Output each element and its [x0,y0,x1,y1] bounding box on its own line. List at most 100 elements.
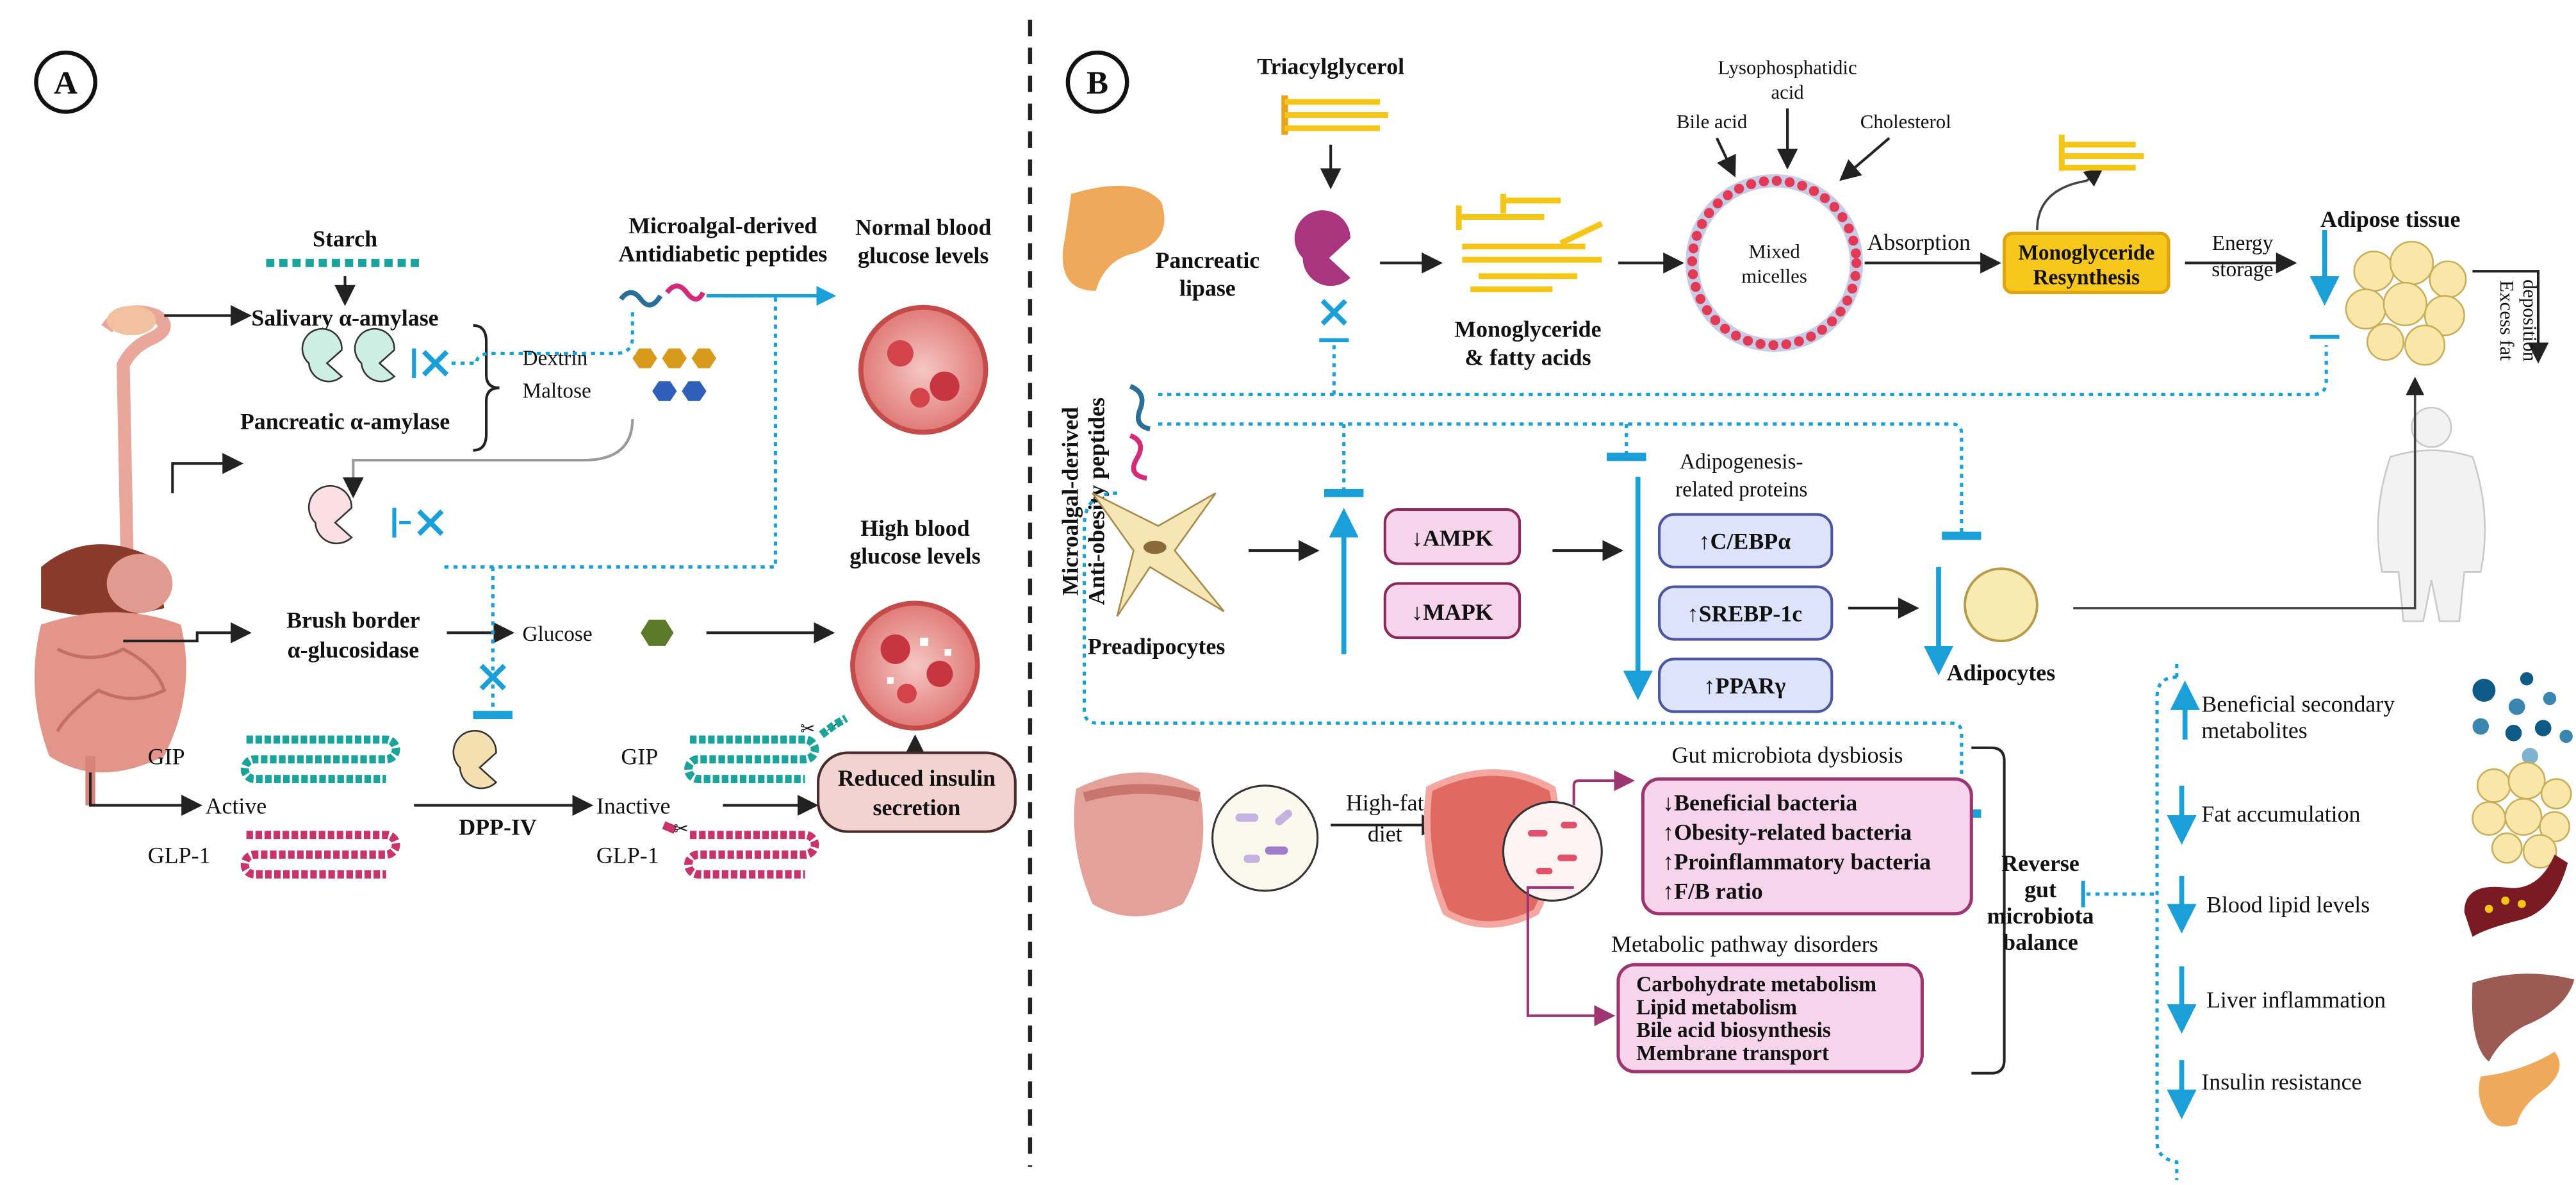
liver-icon [2472,974,2575,1062]
preadipocytes-label: Preadipocytes [1088,634,1226,659]
metabolic-item: Membrane transport [1636,1041,1829,1065]
high-fat-diet-label: High-fat [1346,790,1424,815]
micelles-label: Mixed [1748,241,1800,263]
brace [473,324,500,452]
metabolic-disorders-title: Metabolic pathway disorders [1611,931,1878,957]
ampk-box [1383,508,1522,565]
lipase-enzyme-icon [1294,210,1350,286]
dysbiosis-title: Gut microbiota dysbiosis [1672,742,1903,768]
healthy-microbiota-magnifier-icon [1211,784,1319,892]
pancreatic-lipase-label-2: lipase [1179,276,1236,301]
glucose-hexagon-icon [641,619,674,646]
lysophosphatidic-acid-label-2: acid [1771,81,1803,103]
gip-active-label: GIP [148,743,185,769]
normal-blood-vessel-icon [858,304,989,435]
glucose-label: Glucose [522,622,592,646]
glucosidase-enzyme-icon [308,485,353,545]
panel-a-label: A [54,65,78,101]
resynthesis-label: Monoglyceride [2018,241,2154,265]
blocked-x-icon [479,663,506,691]
gip-inactive-label: GIP [621,743,658,769]
reverse-balance-label: microbiota [1987,903,2094,929]
dextrin-label: Dextrin [522,346,587,370]
glp1-peptide-coil-icon [240,831,400,879]
active-label: Active [206,793,267,818]
anti-obesity-peptides-label: Microalgal-derived [1057,407,1083,595]
triglyceride-icon [2058,135,2144,171]
micelles-label-2: micelles [1741,265,1807,287]
dysbiosis-item: ↓Beneficial bacteria [1662,790,1857,815]
mapk-box [1383,582,1522,640]
peptide-icon [1129,384,1151,481]
antidiabetic-peptides-label-2: Antidiabetic peptides [618,241,827,267]
outcome-label: Blood lipid levels [2206,891,2370,917]
panel-a-badge [34,50,97,114]
pancreatic-lipase-label: Pancreatic [1155,247,1259,273]
energy-storage-label-2: storage [2211,258,2273,281]
high-glucose-label-2: glucose levels [849,543,980,569]
bracket [1971,746,2006,1075]
maltose-label: Maltose [522,379,591,403]
metabolic-item: Carbohydrate metabolism [1636,972,1876,996]
panel-a: A Starch Salivary α-amylase Pancreatic α… [34,50,1017,879]
glp1-inactive-label: GLP-1 [596,842,659,868]
metabolic-item: Bile acid biosynthesis [1636,1018,1831,1042]
protein-label: ↑SREBP-1c [1687,601,1803,626]
bile-acid-label: Bile acid [1677,111,1747,133]
pancreatic-amylase-label: Pancreatic α-amylase [240,408,450,434]
blood-vessel-icon [2464,854,2568,937]
adipogenesis-label-2: related proteins [1675,477,1807,501]
reverse-balance-label: Reverse [2001,850,2080,876]
peptide-icon [619,283,706,308]
reverse-balance-label: balance [2003,929,2078,955]
dextrin-hexagons-icon [632,348,717,369]
obese-person-icon [2377,406,2486,622]
antidiabetic-peptides-label: Microalgal-derived [628,213,817,238]
triacylglycerol-label: Triacylglycerol [1257,53,1404,79]
dysbiosis-item: ↑Proinflammatory bacteria [1662,849,1931,875]
triacylglycerol-icon [1281,95,1388,135]
cleaved-gip-icon: ✂ [684,715,848,783]
preadipocyte-icon [1092,492,1225,617]
dysbiotic-microbiota-magnifier-icon [1502,800,1603,902]
mapk-label: ↓MAPK [1411,599,1493,625]
normal-glucose-label: Normal blood [855,215,991,240]
panel-b-label: B [1087,65,1108,101]
excess-fat-label: Excess fat [2496,280,2518,361]
blocked-x-icon [422,350,449,377]
protein-label: ↑PPARγ [1704,673,1786,699]
resynthesis-box [2003,231,2170,295]
svg-text:✂: ✂ [800,719,816,739]
dppiv-label: DPP-IV [459,815,537,840]
lysophosphatidic-acid-label: Lysophosphatidic [1718,56,1857,78]
inactive-label: Inactive [596,793,671,818]
glucosidase-label: α-glucosidase [288,637,419,663]
absorption-label: Absorption [1867,229,1971,255]
salivary-amylase-label: Salivary α-amylase [251,305,438,331]
mixed-micelle-icon [1686,174,1864,352]
dysbiosis-box [1641,777,1973,916]
resynthesis-label-2: Resynthesis [2033,266,2140,290]
reduced-insulin-label: Reduced insulin [838,765,996,791]
ampk-label: ↓AMPK [1411,525,1493,551]
adipogenic-proteins-list: ↑C/EBPα ↑SREBP-1c ↑PPARγ [1658,513,1834,713]
outcome-label: Fat accumulation [2201,801,2360,827]
dysbiosis-item: ↑Obesity-related bacteria [1662,819,1912,845]
reduced-insulin-label-2: secretion [873,795,961,820]
protein-box [1658,585,1834,641]
adipocytes-label: Adipocytes [1947,660,2056,686]
digestive-system-icon [34,305,186,806]
adipose-tissue-label: Adipose tissue [2320,206,2460,232]
adipose-tissue-icon [2345,240,2467,366]
metabolic-item: Lipid metabolism [1636,995,1797,1019]
pancreas-icon [1062,185,1165,291]
energy-storage-label: Energy [2212,231,2274,255]
metabolite-dots-icon [2472,672,2573,765]
blocked-x-icon [417,509,444,536]
healthy-gut-icon [1074,772,1204,916]
high-glucose-label: High blood [860,515,970,541]
blocked-x-icon [1320,299,1347,326]
adipocyte-icon [1964,567,2039,643]
pancreas-icon [2479,1052,2560,1127]
